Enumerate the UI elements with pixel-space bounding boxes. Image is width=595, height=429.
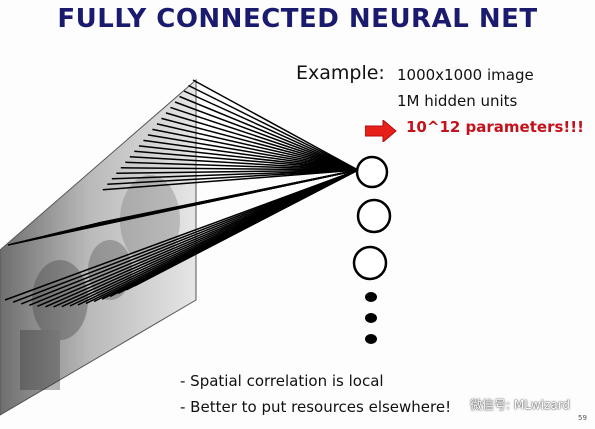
bullet-point: - Spatial correlation is local [180,372,384,390]
watermark: 微信号: MLwizard [470,398,571,412]
input-image-texture [20,175,180,390]
hidden-unit [356,198,392,234]
connection-line [138,145,359,171]
connection-line [4,169,359,301]
connection-line [174,101,359,171]
connection-line [107,169,359,186]
connection-line [161,117,359,171]
hidden-unit [355,155,389,189]
connection-line [152,128,359,171]
connection-line [183,90,359,171]
example-hidden-units: 1M hidden units [397,92,518,110]
connection-line [12,169,359,303]
ellipsis-dot [365,313,377,323]
slide-title: FULLY CONNECTED NEURAL NET [57,4,538,34]
connection-line [170,106,359,171]
connection-line [125,161,359,171]
arrow-right-icon [365,120,397,142]
connection-line [156,123,359,171]
connection-line [165,112,359,171]
connection-line [143,139,359,171]
connection-lines [4,79,359,308]
bullet-point: - Better to put resources elsewhere! [180,398,452,416]
connection-line [147,134,359,171]
example-image-size: 1000x1000 image [397,66,534,84]
ellipsis-dot [365,334,377,344]
connection-line [179,95,359,171]
connection-line [134,150,359,171]
example-label: Example: [296,62,385,84]
connection-line [129,156,359,171]
connection-line [174,169,359,261]
connection-line [192,79,359,171]
connection-line [120,167,359,171]
connection-line [116,169,359,175]
connection-line [102,169,359,191]
connection-line [98,169,359,224]
connection-line [111,169,359,180]
parameter-count: 10^12 parameters!!! [406,118,584,136]
page-number: 59 [578,414,587,422]
connection-line [188,84,359,171]
ellipsis-dot [365,292,377,302]
hidden-unit [352,245,388,281]
